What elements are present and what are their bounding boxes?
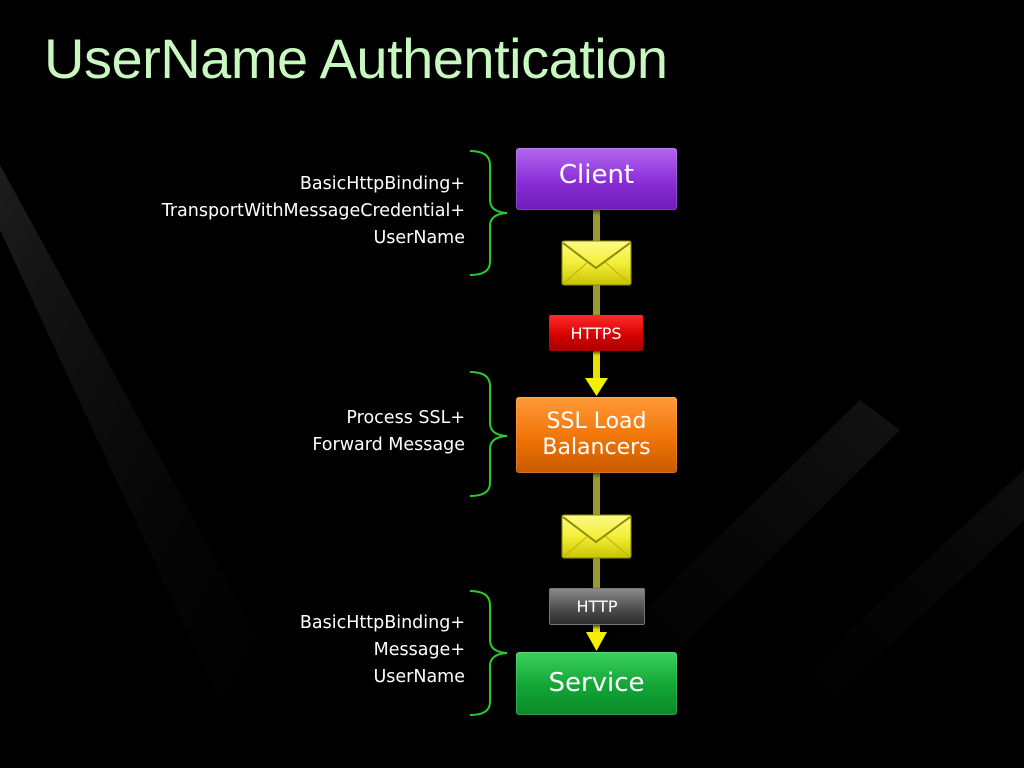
https-badge: HTTPS <box>549 315 643 351</box>
connector-https-ssl <box>593 351 600 379</box>
connector-http-service <box>593 623 600 633</box>
envelope-icon <box>561 240 632 286</box>
arrow-down-icon <box>585 378 608 396</box>
description-line: Message+ <box>373 640 465 660</box>
http-badge: HTTP <box>549 588 645 625</box>
ssl-description: Process SSL+ Forward Message <box>312 405 465 459</box>
description-line: BasicHttpBinding+ <box>299 174 465 194</box>
description-line: UserName <box>373 667 465 687</box>
service-node: Service <box>516 652 677 715</box>
bracket-icon <box>469 150 508 276</box>
ssl-label-line2: Balancers <box>542 435 651 460</box>
service-label: Service <box>548 667 645 698</box>
ssl-label-line1: SSL Load <box>546 408 647 434</box>
description-line: Forward Message <box>312 435 465 455</box>
arrow-down-icon <box>586 632 607 651</box>
client-description: BasicHttpBinding+ TransportWithMessageCr… <box>162 171 465 252</box>
description-line: Process SSL+ <box>346 408 465 428</box>
description-line: UserName <box>373 228 465 248</box>
ssl-load-balancers-node: SSL Load Balancers <box>516 397 677 473</box>
bracket-icon <box>469 590 508 716</box>
description-line: BasicHttpBinding+ <box>299 613 465 633</box>
description-line: TransportWithMessageCredential+ <box>161 201 465 221</box>
page-title: UserName Authentication <box>44 27 668 90</box>
bracket-icon <box>469 371 508 497</box>
client-label: Client <box>558 160 635 190</box>
service-description: BasicHttpBinding+ Message+ UserName <box>300 610 465 691</box>
envelope-icon <box>561 514 632 559</box>
client-node: Client <box>516 148 677 210</box>
